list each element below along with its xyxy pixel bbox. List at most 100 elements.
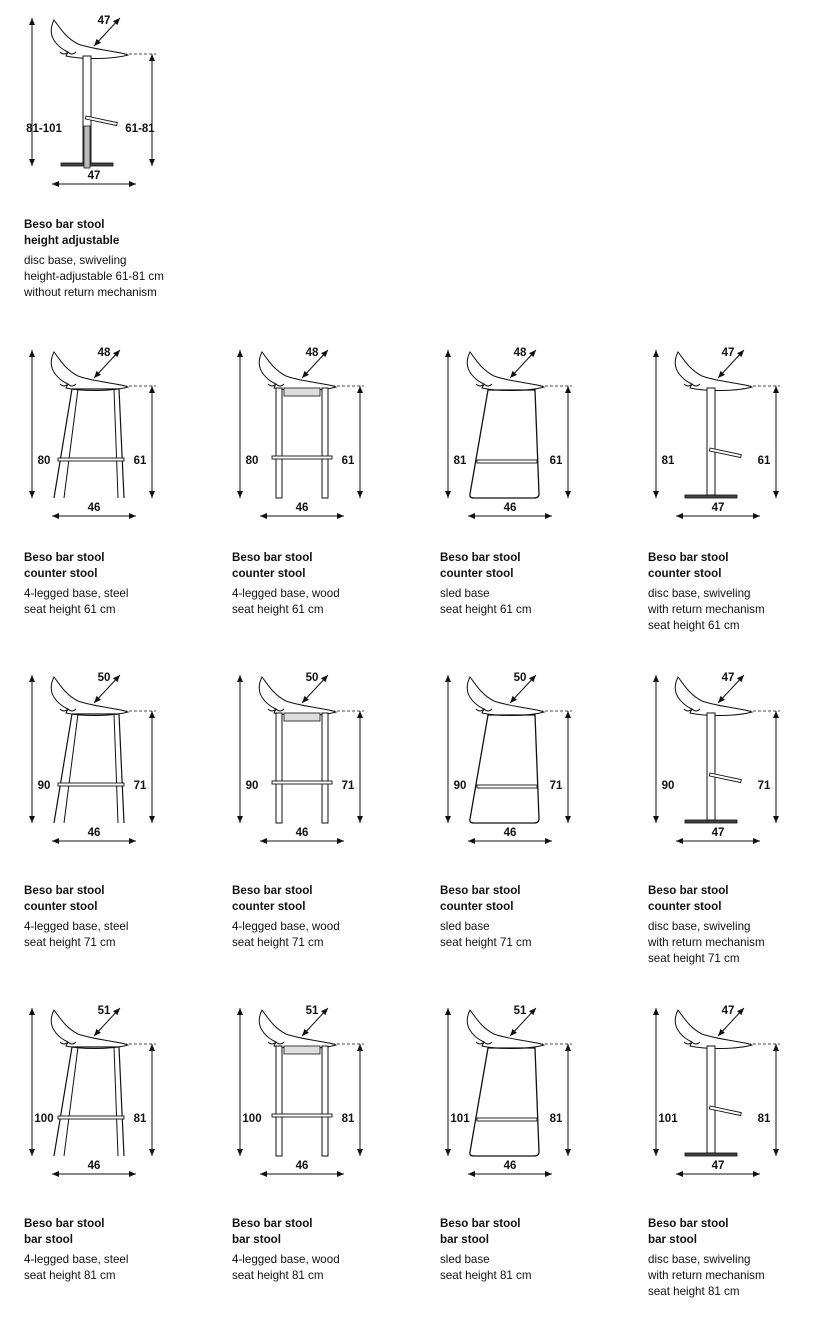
front-leg [53, 1046, 73, 1157]
rear-leg [118, 1046, 125, 1157]
product-type: bar stool [232, 1233, 281, 1246]
overall-height-dimension [653, 350, 659, 498]
seat-shell [466, 676, 546, 716]
sled-frame [469, 1047, 540, 1157]
arrow-head [773, 386, 779, 393]
overall-height-label: 81 [662, 455, 675, 467]
seat-height-dimension [565, 1044, 571, 1156]
overall-height-label: 81-101 [26, 123, 62, 135]
arrow-head [676, 1171, 683, 1177]
seat-shell [50, 19, 130, 59]
depth-dimension [301, 1007, 329, 1037]
product-name: Beso bar stool [648, 551, 729, 564]
seat-height-dimension [357, 386, 363, 498]
front-leg [63, 388, 79, 499]
arrow-head [357, 711, 363, 718]
product-spec-line: with return mechanism [648, 1269, 765, 1282]
width-label: 47 [712, 502, 725, 514]
arrow-head [52, 181, 59, 187]
seat-height-dimension [149, 386, 155, 498]
gas-spring [83, 125, 91, 169]
depth-dimension [93, 349, 121, 379]
width-dimension [260, 1171, 344, 1177]
arrow-head [149, 1044, 155, 1051]
product-type: counter stool [24, 900, 98, 913]
product-spec-line: 4-legged base, wood [232, 587, 340, 600]
seat-mount [283, 1045, 321, 1055]
depth-label: 48 [514, 347, 527, 359]
arrow-head [445, 350, 451, 357]
footrest [476, 784, 538, 789]
width-label: 46 [296, 1160, 309, 1172]
arrow-head [29, 675, 35, 682]
seat-height-dimension [773, 1044, 779, 1156]
width-dimension [52, 181, 136, 187]
product-spec-line: seat height 71 cm [440, 936, 532, 949]
arrow-head [653, 491, 659, 498]
arrow-head [321, 675, 328, 683]
arrow-head [149, 159, 155, 166]
arrow-head [113, 18, 120, 26]
seat-height-label: 61 [758, 455, 771, 467]
arrow-head [237, 816, 243, 823]
overall-height-dimension [237, 350, 243, 498]
overall-height-dimension [653, 675, 659, 823]
product-name: Beso bar stool [440, 884, 521, 897]
footrest-lever [708, 447, 742, 459]
seat-shell [466, 1009, 546, 1049]
arrow-head [337, 1171, 344, 1177]
front-leg [275, 1045, 283, 1157]
shell-edge [59, 1041, 77, 1045]
arrow-head [653, 1149, 659, 1156]
shell-edge [267, 708, 285, 712]
overall-height-dimension [237, 675, 243, 823]
overall-height-dimension [445, 350, 451, 498]
product-spec-line: seat height 61 cm [648, 619, 740, 632]
arrow-head [445, 1008, 451, 1015]
width-dimension [260, 513, 344, 519]
arrow-head [718, 1028, 725, 1036]
arrow-head [29, 816, 35, 823]
arrow-head [468, 513, 475, 519]
seat-height-label: 71 [342, 780, 355, 792]
rear-leg [113, 388, 119, 499]
front-leg [275, 387, 283, 499]
product-spec-line: seat height 81 cm [648, 1285, 740, 1298]
column [706, 712, 716, 821]
arrow-head [94, 38, 101, 46]
depth-label: 47 [722, 347, 735, 359]
depth-label: 51 [514, 1005, 527, 1017]
width-dimension [260, 838, 344, 844]
footrest [271, 1113, 333, 1118]
arrow-head [773, 1044, 779, 1051]
overall-height-label: 90 [246, 780, 259, 792]
product-name: Beso bar stool [440, 551, 521, 564]
arrow-head [653, 1008, 659, 1015]
sled-frame [469, 389, 540, 499]
depth-label: 47 [98, 15, 111, 27]
overall-height-label: 101 [450, 1113, 470, 1125]
width-label: 47 [88, 170, 101, 182]
arrow-head [357, 1044, 363, 1051]
arrow-head [321, 350, 328, 358]
arrow-head [510, 1028, 517, 1036]
seat-height-label: 81 [134, 1113, 147, 1125]
column [706, 1045, 716, 1154]
product-spec-line: sled base [440, 1253, 490, 1266]
seat-height-dimension [773, 386, 779, 498]
rear-leg [113, 713, 119, 824]
width-dimension [468, 838, 552, 844]
arrow-head [468, 1171, 475, 1177]
footrest [271, 455, 333, 460]
product-name: Beso bar stool [648, 884, 729, 897]
seat-height-label: 61-81 [125, 123, 155, 135]
arrow-head [357, 386, 363, 393]
overall-height-label: 90 [38, 780, 51, 792]
